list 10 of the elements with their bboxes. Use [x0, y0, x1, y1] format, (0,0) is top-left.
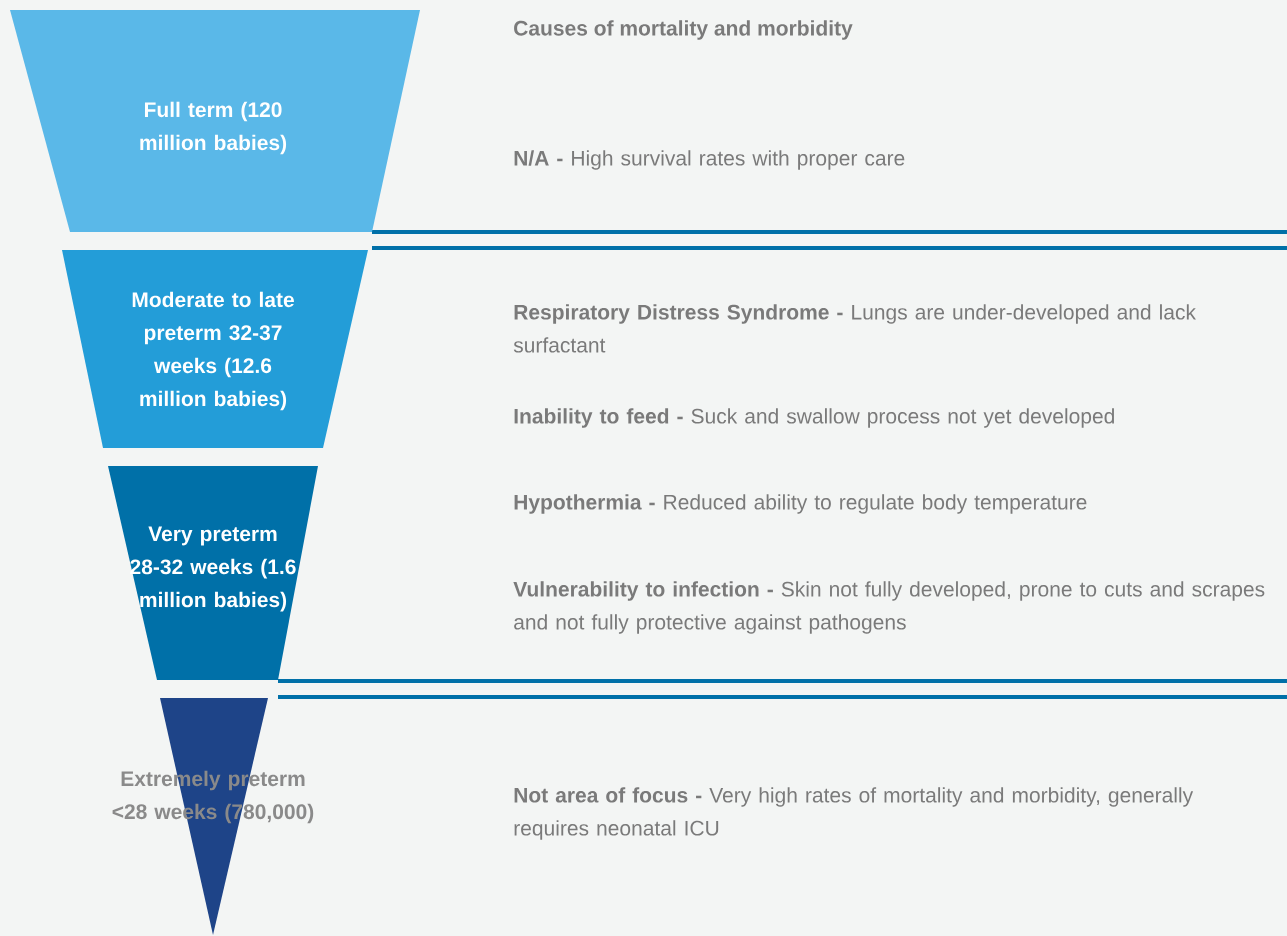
funnel-segment: Full term (120 million babies) [10, 10, 420, 232]
description-text: Respiratory Distress Syndrome - Lungs are under-developed and lack surfactant [513, 304, 1196, 353]
description-text: Inability to feed - Suck and swallow process not yet developed [514, 408, 1114, 428]
heading: Causes of mortality and morbidity [514, 20, 853, 40]
description-text: Vulnerability to infection - Skin not fully developed, prone to cuts and scrapes and not fully protective against pathogens [513, 581, 1265, 634]
description-text: Hypothermia - Reduced ability to regulate body temperature [514, 494, 1087, 514]
description-text: N/A - High survival rates with proper care [514, 150, 905, 170]
funnel-segment: Moderate to late preterm 32-37 weeks (12.6 million babies) [62, 250, 368, 448]
funnel-segment: Very preterm 28-32 weeks (1.6 million babies) [108, 466, 318, 680]
description-text: Not area of focus - Very high rates of mortality and morbidity, generally requires neonatal ICU [514, 787, 1194, 840]
